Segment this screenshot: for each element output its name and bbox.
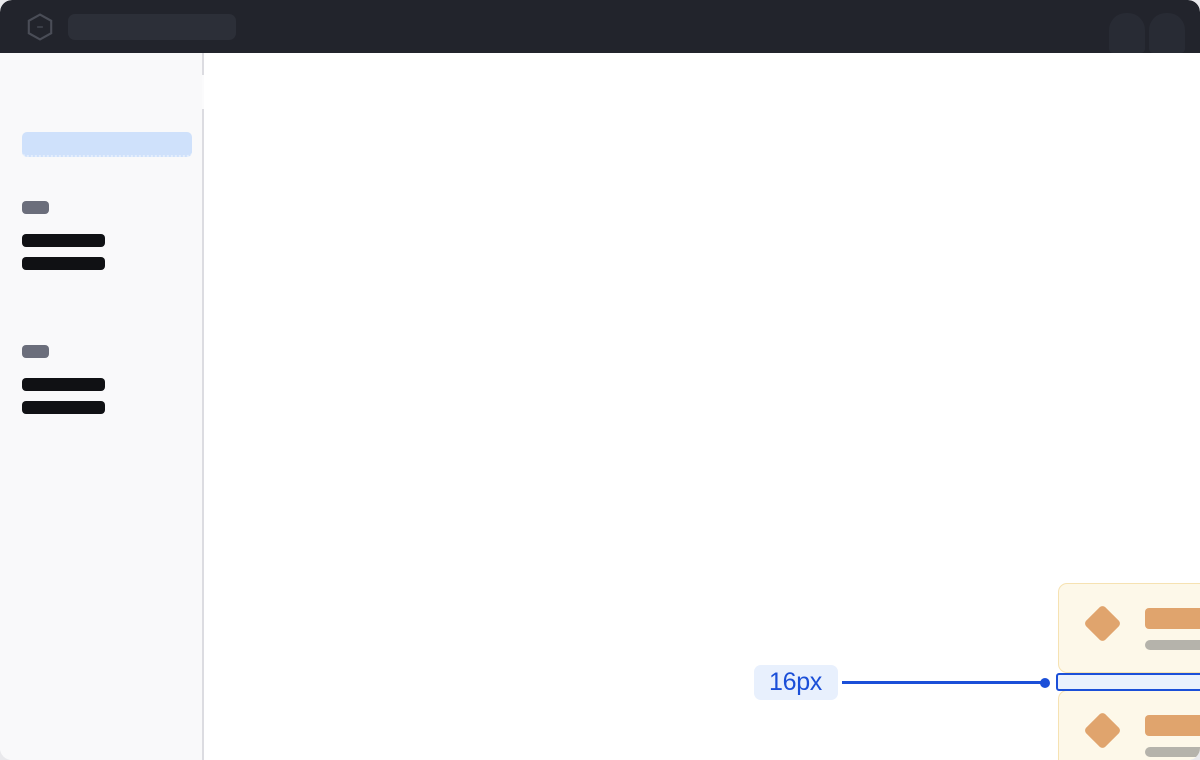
sidebar-divider xyxy=(202,53,204,760)
main-content-area: 16px xyxy=(203,53,1200,760)
spacing-leader-line xyxy=(841,681,1048,684)
card-subtitle-placeholder xyxy=(1144,640,1200,650)
spacing-value-badge: 16px xyxy=(753,665,838,700)
list-item[interactable] xyxy=(1057,583,1200,673)
sidebar xyxy=(0,53,202,760)
sidebar-item-active[interactable] xyxy=(22,132,192,157)
top-navigation-bar xyxy=(0,0,1200,53)
sidebar-group-label xyxy=(22,201,49,214)
global-search-input[interactable] xyxy=(68,14,236,40)
card-title-placeholder xyxy=(1144,608,1200,629)
sidebar-item-1-2[interactable] xyxy=(22,257,105,270)
sidebar-item-2-1[interactable] xyxy=(22,378,105,391)
hashicorp-hexagon-logo-icon[interactable] xyxy=(26,13,54,41)
card-title-placeholder xyxy=(1144,715,1200,736)
diamond-icon xyxy=(1082,711,1122,750)
avatar-placeholder-icon[interactable] xyxy=(1109,13,1145,53)
sidebar-group-2 xyxy=(22,345,105,414)
list-item[interactable] xyxy=(1057,690,1200,760)
sidebar-item-1-1[interactable] xyxy=(22,234,105,247)
card-subtitle-placeholder xyxy=(1144,747,1200,757)
sidebar-item-2-2[interactable] xyxy=(22,401,105,414)
avatar-placeholder-icon[interactable] xyxy=(1149,13,1185,53)
spacing-leader-dot xyxy=(1039,677,1050,688)
diamond-icon xyxy=(1082,604,1122,643)
spacing-highlight-region xyxy=(1055,673,1200,691)
sidebar-group-1 xyxy=(22,201,105,270)
sidebar-group-label xyxy=(22,345,49,358)
